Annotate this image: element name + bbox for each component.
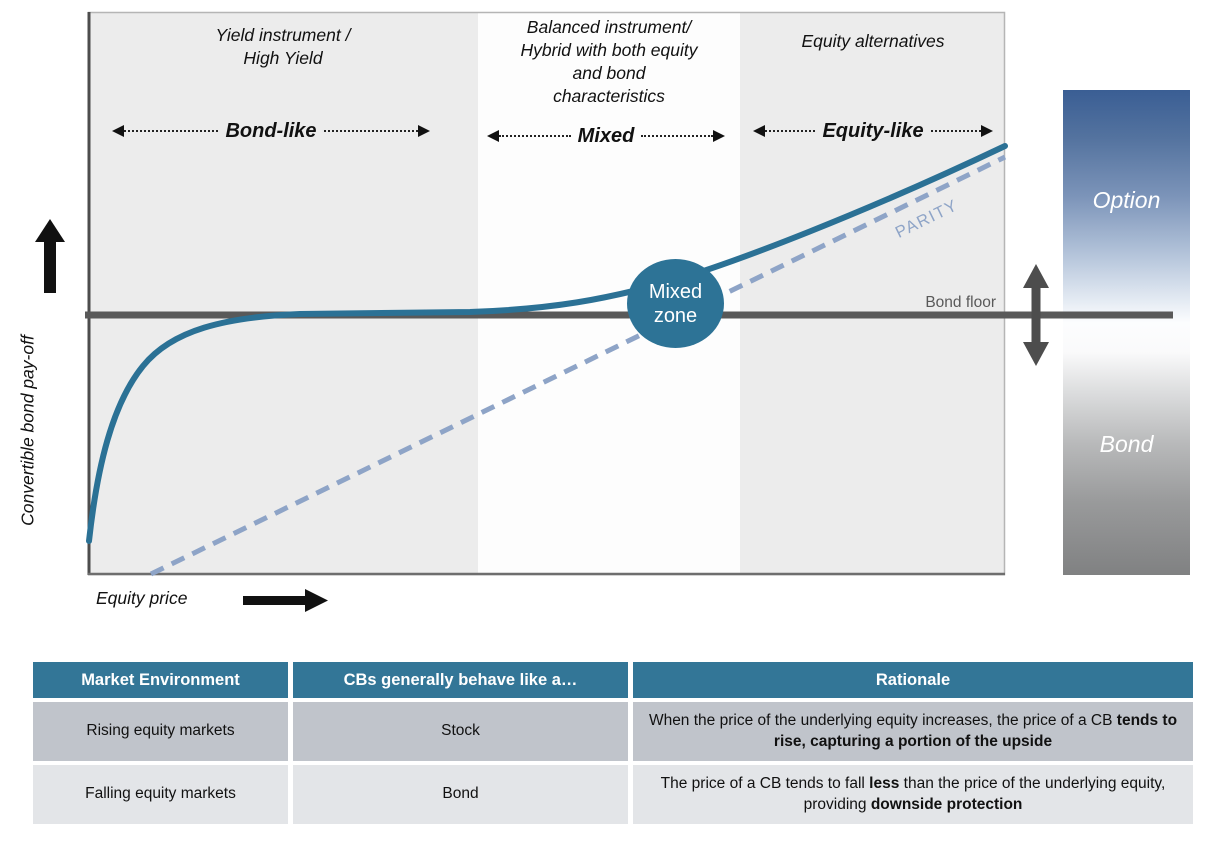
table-header-rationale: Rationale <box>633 662 1193 698</box>
equity-like-arrow: Equity-like <box>753 119 994 143</box>
bond-floor-label: Bond floor <box>925 294 996 311</box>
mixed-zone-line2: zone <box>653 304 698 327</box>
mixed-arrow: Mixed <box>487 124 725 148</box>
y-axis-label: Convertible bond pay-off <box>17 335 38 526</box>
y-direction-arrow-icon <box>35 219 65 293</box>
option-bond-spectrum-bar <box>1063 90 1190 575</box>
table-row-rising-behaves-like: Stock <box>293 702 628 761</box>
zone-title-equity-alternatives: Equity alternatives <box>801 31 945 51</box>
x-direction-arrow-icon <box>243 589 328 612</box>
spectrum-option-label: Option <box>1092 187 1161 213</box>
arrow-right-icon <box>418 125 430 137</box>
x-axis-label: Equity price <box>96 588 188 608</box>
zone-title-yield: Yield instrument / High Yield <box>215 25 351 69</box>
bond-floor-range-arrow-icon <box>1023 264 1049 366</box>
table-header-market-environment: Market Environment <box>33 662 288 698</box>
table-row-rising-environment: Rising equity markets <box>33 702 288 761</box>
arrow-left-icon <box>112 125 124 137</box>
table-header-behave-like: CBs generally behave like a… <box>293 662 628 698</box>
spectrum-bond-label: Bond <box>1099 431 1154 457</box>
cb-behavior-table: Market Environment CBs generally behave … <box>33 662 1193 824</box>
bond-like-label: Bond-like <box>225 119 317 142</box>
zone-bond-like <box>88 12 478 575</box>
bond-like-arrow: Bond-like <box>112 119 430 143</box>
mixed-zone-badge: Mixed zone <box>627 259 724 348</box>
arrow-right-icon <box>981 125 994 137</box>
mixed-zone-line1: Mixed <box>648 280 703 303</box>
arrow-left-icon <box>487 130 499 142</box>
table-row-falling-environment: Falling equity markets <box>33 765 288 824</box>
table-row-falling-behaves-like: Bond <box>293 765 628 824</box>
table-row-rising-rationale: When the price of the underlying equity … <box>633 702 1193 761</box>
equity-like-label: Equity-like <box>822 119 924 142</box>
table-row-falling-rationale: The price of a CB tends to fall less tha… <box>633 765 1193 824</box>
arrow-left-icon <box>753 125 765 137</box>
mixed-label: Mixed <box>577 124 635 147</box>
arrow-right-icon <box>713 130 725 142</box>
zone-title-balanced: Balanced instrument/ Hybrid with both eq… <box>520 17 698 107</box>
